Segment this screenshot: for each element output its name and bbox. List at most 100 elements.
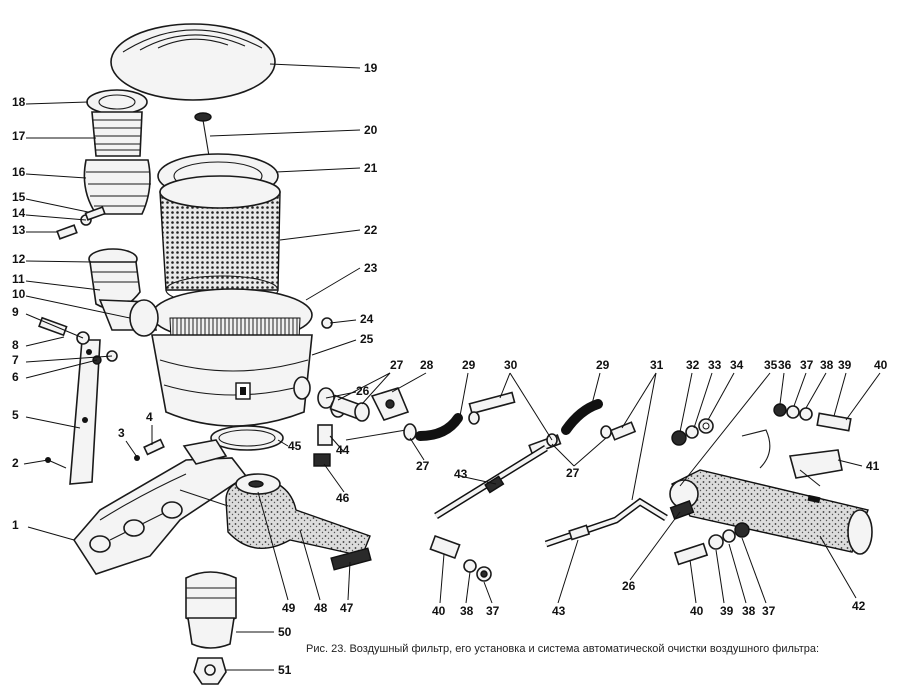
part-number-label: 43 xyxy=(454,467,468,481)
leader-line xyxy=(631,372,657,501)
part-nipple-26 xyxy=(669,500,695,520)
leader-line xyxy=(25,280,101,291)
part-number-label: 29 xyxy=(596,358,610,372)
part-number-label: 13 xyxy=(12,223,26,237)
leader-line xyxy=(25,260,93,263)
leader-line xyxy=(279,229,361,241)
part-number-label: 40 xyxy=(432,604,446,618)
leader-line xyxy=(323,463,345,493)
leader-line xyxy=(439,553,445,604)
part-number-label: 11 xyxy=(12,272,25,286)
leader-line xyxy=(629,511,681,581)
leader-line xyxy=(257,491,289,601)
leader-line xyxy=(833,372,847,417)
part-center-fittings xyxy=(293,317,417,467)
part-number-label: 37 xyxy=(800,358,814,372)
leader-line xyxy=(483,581,493,604)
part-gasket-47 xyxy=(330,547,372,571)
leader-line xyxy=(25,101,89,105)
part-number-label: 37 xyxy=(486,604,500,618)
part-duct-48 xyxy=(179,473,371,557)
part-number-label: 28 xyxy=(420,358,434,372)
part-number-label: 8 xyxy=(12,338,19,352)
part-number-label: 30 xyxy=(504,358,518,372)
part-number-label: 26 xyxy=(622,579,636,593)
leader-line xyxy=(361,372,391,405)
leader-line xyxy=(329,435,345,453)
leader-line xyxy=(779,372,785,405)
part-fasteners-top-right xyxy=(773,403,852,432)
part-number-label: 31 xyxy=(650,358,664,372)
leader-line xyxy=(707,372,735,421)
leader-line xyxy=(573,437,607,467)
leader-line xyxy=(299,529,321,601)
part-number-label: 27 xyxy=(566,466,580,480)
leader-line xyxy=(275,167,361,173)
part-number-label: 5 xyxy=(12,408,19,422)
leader-line xyxy=(591,372,601,405)
leader-line xyxy=(715,549,725,604)
part-number-label: 17 xyxy=(12,129,26,143)
part-number-label: 38 xyxy=(460,604,474,618)
leader-line xyxy=(621,372,657,429)
part-number-label: 29 xyxy=(462,358,476,372)
leader-line xyxy=(269,63,361,69)
part-number-label: 4 xyxy=(146,410,153,424)
leader-line xyxy=(27,526,75,541)
part-number-label: 25 xyxy=(360,332,374,346)
part-fasteners-left xyxy=(38,206,165,469)
part-number-label: 3 xyxy=(118,426,125,440)
part-fasteners-bottom-left xyxy=(429,534,492,582)
part-number-label: 16 xyxy=(12,165,26,179)
part-number-label: 38 xyxy=(820,358,834,372)
leader-line xyxy=(805,372,827,409)
part-number-label: 7 xyxy=(12,353,19,367)
part-manifold-1 xyxy=(73,439,248,575)
part-number-label: 44 xyxy=(336,443,350,457)
leader-line xyxy=(337,372,391,401)
leader-line xyxy=(689,559,697,604)
leader-line xyxy=(459,372,469,417)
part-number-label: 45 xyxy=(288,439,302,453)
leader-lines xyxy=(23,63,881,671)
part-number-label: 37 xyxy=(762,604,776,618)
leader-line xyxy=(465,571,471,604)
part-number-label: 32 xyxy=(686,358,700,372)
part-fasteners-bottom-right xyxy=(673,522,750,566)
part-number-label: 48 xyxy=(314,601,328,615)
leader-line xyxy=(25,173,87,179)
leader-line xyxy=(277,439,289,447)
leader-line xyxy=(679,372,693,433)
part-number-label: 14 xyxy=(12,206,26,220)
part-number-label: 20 xyxy=(364,123,378,137)
part-number-label: 51 xyxy=(278,663,292,677)
part-number-label: 41 xyxy=(866,459,880,473)
leader-line xyxy=(25,313,84,339)
part-ring-18 xyxy=(86,89,148,115)
part-number-label: 26 xyxy=(356,384,370,398)
leader-line xyxy=(741,537,767,604)
leader-line xyxy=(25,336,65,347)
part-number-label: 35 xyxy=(764,358,778,372)
leader-line xyxy=(125,440,138,458)
part-number-label: 27 xyxy=(390,358,404,372)
part-number-label: 10 xyxy=(12,287,26,301)
leader-line xyxy=(209,129,361,137)
part-number-label: 19 xyxy=(364,61,378,75)
leader-line xyxy=(25,359,98,379)
part-number-labels: 1234567891011121314151617181920212223242… xyxy=(12,61,888,677)
leader-line xyxy=(499,372,511,399)
leader-line xyxy=(837,459,863,467)
part-housing-25 xyxy=(151,288,313,427)
part-number-label: 36 xyxy=(778,358,792,372)
part-spring-17 xyxy=(91,111,143,157)
leader-line xyxy=(305,267,361,301)
part-number-label: 15 xyxy=(12,190,26,204)
part-number-label: 27 xyxy=(416,459,430,473)
part-number-label: 9 xyxy=(12,305,19,319)
part-hose-29b xyxy=(561,399,603,435)
part-number-label: 43 xyxy=(552,604,566,618)
part-number-label: 24 xyxy=(360,312,374,326)
leader-line xyxy=(845,372,881,421)
